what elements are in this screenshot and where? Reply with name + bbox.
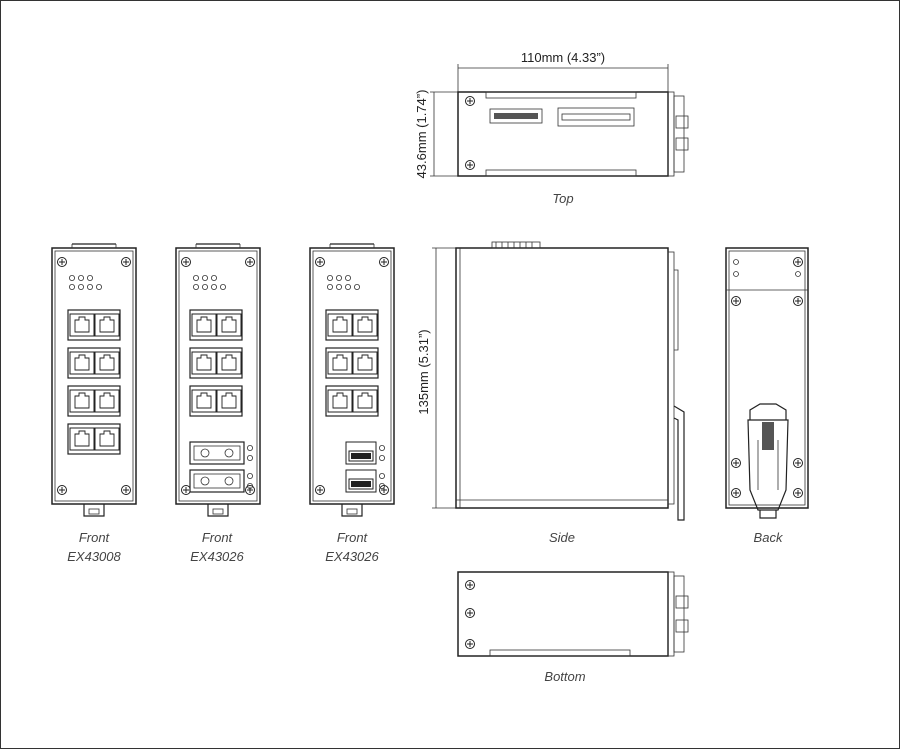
- dip-switch: [489, 108, 543, 124]
- depth-dimension-label: 135mm (5.31”): [416, 329, 431, 414]
- rj45-port-pair: [190, 386, 242, 416]
- side-caption: Side: [549, 530, 575, 545]
- front3-model: EX43026: [325, 549, 379, 564]
- front-view-ex43026-a: [176, 244, 260, 516]
- rj45-port-pair: [68, 348, 120, 378]
- front1-model: EX43008: [67, 549, 121, 564]
- back-caption: Back: [754, 530, 784, 545]
- rj45-port-pair: [190, 310, 242, 340]
- front-view-ex43008: [52, 244, 136, 516]
- rj45-port-pair: [68, 386, 120, 416]
- rj45-port-pair: [326, 386, 378, 416]
- top-caption: Top: [552, 191, 573, 206]
- bottom-caption: Bottom: [544, 669, 585, 684]
- fiber-port: [189, 469, 254, 493]
- back-view: Back: [725, 247, 809, 545]
- front2-caption: Front: [202, 530, 234, 545]
- rj45-port-pair: [68, 424, 120, 454]
- sfp-port: [345, 441, 377, 465]
- terminal-block: [557, 107, 635, 127]
- width-dimension-label: 110mm (4.33”): [521, 50, 605, 65]
- front1-caption: Front: [79, 530, 111, 545]
- rj45-port-pair: [190, 348, 242, 378]
- side-view: 135mm (5.31”) Side: [416, 241, 685, 545]
- din-rail-clip: [673, 405, 685, 521]
- sfp-port: [345, 469, 377, 493]
- rj45-port-pair: [68, 310, 120, 340]
- front-view-ex43026-b: [310, 244, 394, 516]
- din-rail-bracket: [747, 403, 789, 519]
- front2-model: EX43026: [190, 549, 244, 564]
- fiber-port: [189, 441, 254, 465]
- height-dimension-label: 43.6mm (1.74”): [414, 90, 429, 179]
- bottom-view: Bottom: [457, 571, 689, 684]
- rj45-port-pair: [326, 348, 378, 378]
- rj45-port-pair: [326, 310, 378, 340]
- front3-caption: Front: [337, 530, 369, 545]
- top-view: 110mm (4.33”) 43.6mm (1.74”) Top: [414, 50, 689, 206]
